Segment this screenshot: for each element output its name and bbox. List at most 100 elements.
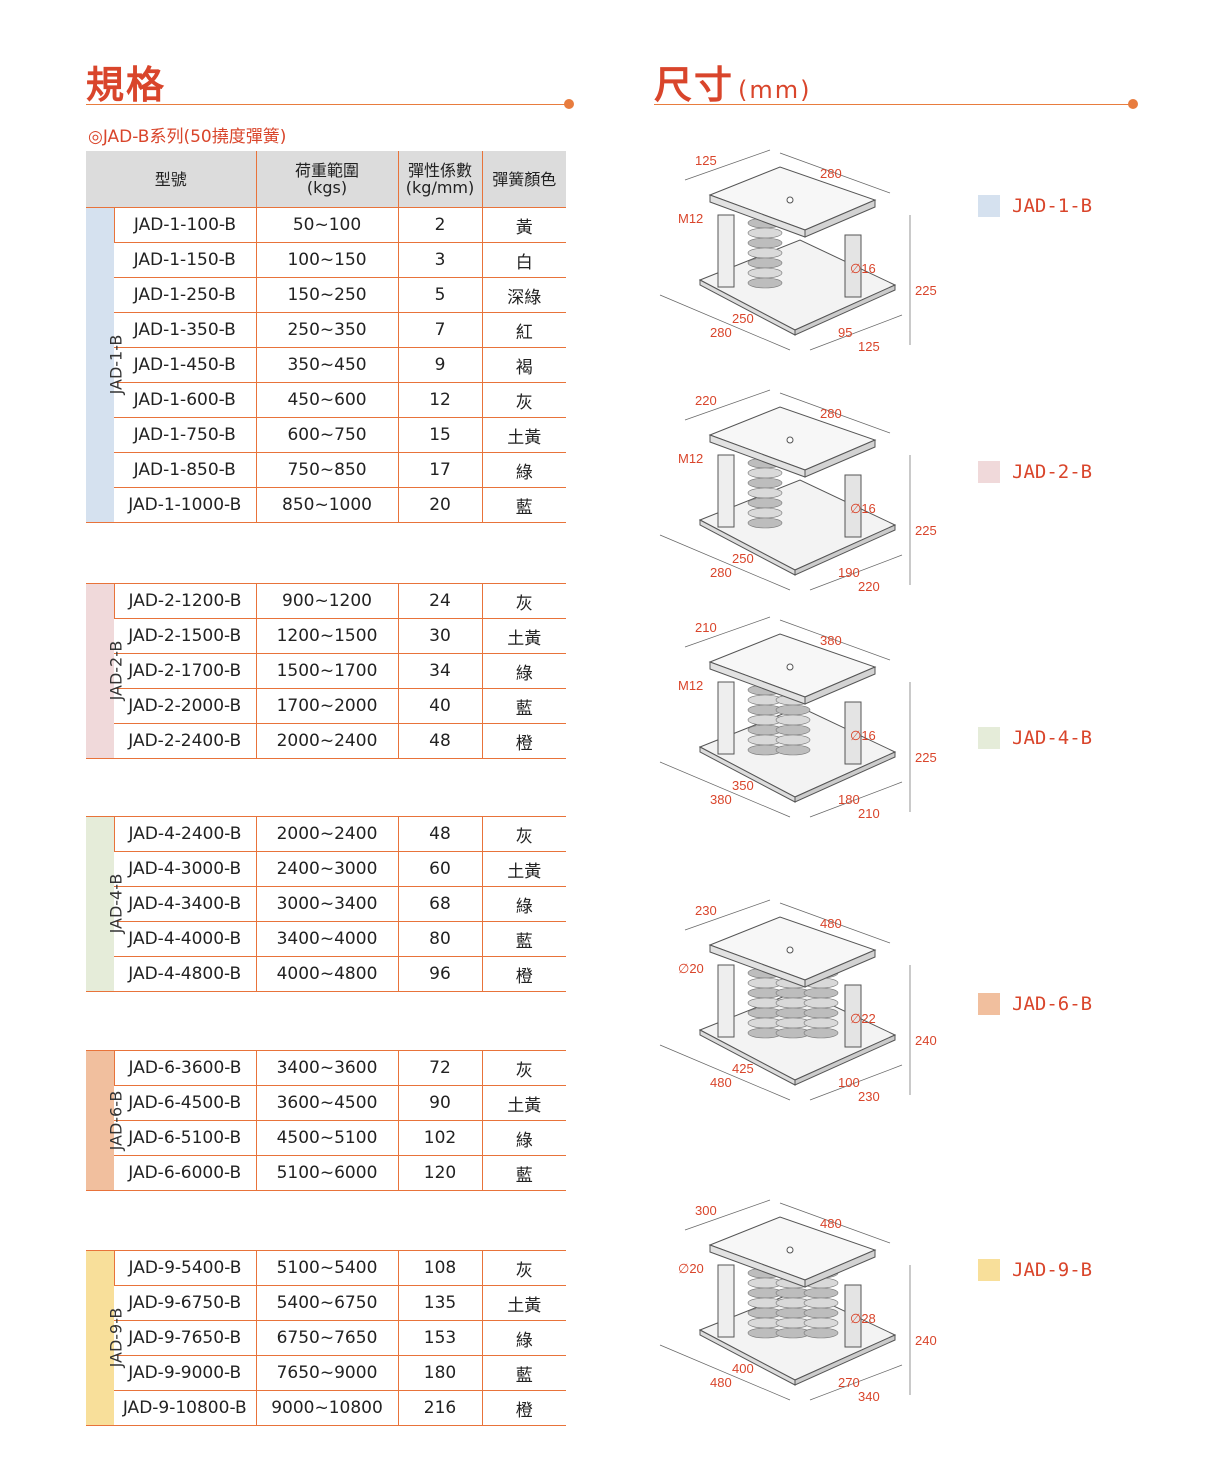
spring-color-cell: 土黃	[481, 1285, 566, 1321]
dim-base-length: 480	[710, 1375, 732, 1390]
dim-bolt: M12	[678, 211, 703, 226]
spring-rate-cell: 216	[397, 1390, 482, 1426]
model-cell: JAD-4-2400-B	[113, 816, 256, 852]
load-range-cell: 250~350	[255, 312, 399, 348]
side-post	[717, 964, 735, 1038]
base-plate-side	[794, 284, 896, 336]
dim-line-top-width	[684, 389, 771, 421]
spring-color-cell: 藍	[481, 1155, 566, 1191]
model-cell: JAD-1-250-B	[114, 277, 257, 313]
spring-color-cell: 綠	[481, 886, 566, 922]
spring-color-cell: 灰	[481, 583, 566, 619]
dim-top-length: 480	[820, 1216, 842, 1231]
bolt-hole	[786, 663, 794, 671]
spring-color-cell: 綠	[481, 653, 566, 689]
spring-color-cell: 深綠	[481, 277, 567, 313]
side-post	[844, 474, 862, 538]
load-range-cell: 150~250	[255, 277, 399, 313]
spring-color-cell: 白	[481, 242, 567, 278]
group-label: JAD-9-B	[106, 1307, 126, 1368]
spring-rate-cell: 96	[397, 956, 482, 992]
spring-rate-cell: 9	[397, 347, 483, 383]
spring-color-cell: 藍	[481, 487, 567, 523]
spring-rate-cell: 2	[397, 207, 483, 243]
dim-line-top-length	[779, 619, 891, 661]
side-post	[717, 214, 735, 288]
dim-height: 225	[915, 523, 937, 538]
dimension-heading-rule	[654, 104, 1134, 105]
spring-rate-cell: 34	[397, 653, 482, 689]
spring-rate-cell: 24	[397, 583, 482, 619]
model-cell: JAD-2-2400-B	[114, 723, 256, 759]
model-cell: JAD-9-9000-B	[114, 1355, 256, 1391]
dim-base-width: 220	[858, 579, 880, 594]
spring-color-cell: 藍	[481, 921, 566, 957]
model-cell: JAD-9-6750-B	[114, 1285, 256, 1321]
dimension-heading: 尺寸(mm)	[654, 54, 812, 109]
top-plate-side	[804, 439, 876, 478]
load-range-cell: 600~750	[255, 417, 399, 453]
spring-color-cell: 紅	[481, 312, 567, 348]
spring-rate-cell: 20	[397, 487, 483, 523]
spec-heading: 規格	[86, 63, 167, 107]
dim-base-inner-width: 95	[838, 325, 852, 340]
group-label-cell: JAD-6-B	[86, 1050, 125, 1191]
base-plate-side	[794, 751, 896, 803]
spring-color-cell: 褐	[481, 347, 567, 383]
dim-bolt: ∅20	[678, 961, 704, 976]
dimension-heading-unit: (mm)	[738, 76, 812, 104]
model-cell: JAD-6-6000-B	[114, 1155, 256, 1191]
dim-line-top-length	[779, 392, 891, 434]
spring-color-cell: 綠	[481, 1320, 566, 1356]
legend-swatch	[978, 461, 1000, 483]
spring-rate-cell: 5	[397, 277, 483, 313]
legend-label: JAD-2-B	[1012, 461, 1093, 483]
model-cell: JAD-1-350-B	[114, 312, 257, 348]
model-cell: JAD-9-7650-B	[114, 1320, 256, 1356]
legend-label: JAD-9-B	[1012, 1259, 1093, 1281]
spring-color-cell: 土黃	[481, 618, 566, 654]
dim-base-inner: 250	[732, 551, 754, 566]
dim-top-length: 280	[820, 406, 842, 421]
dim-line-top-width	[684, 899, 771, 931]
dim-base-length: 480	[710, 1075, 732, 1090]
dim-line-base-width	[809, 554, 903, 591]
dim-line-base-length	[659, 1344, 791, 1401]
dim-top-width: 220	[695, 393, 717, 408]
spring-rate-cell: 90	[397, 1085, 482, 1121]
spring-color-cell: 綠	[481, 1120, 566, 1156]
spring-color-cell: 橙	[481, 956, 566, 992]
load-range-cell: 850~1000	[255, 487, 399, 523]
side-post	[844, 1284, 862, 1348]
dim-base-inner-width: 100	[838, 1075, 860, 1090]
load-range-cell: 9000~10800	[255, 1390, 398, 1426]
dim-base-inner: 425	[732, 1061, 754, 1076]
model-cell: JAD-1-600-B	[114, 382, 257, 418]
top-plate-side	[804, 1249, 876, 1288]
dim-line-base-length	[659, 534, 791, 591]
dim-line-top-width	[684, 616, 771, 648]
dim-line-base-length	[659, 294, 791, 351]
spring-color-cell: 土黃	[481, 1085, 566, 1121]
side-post	[717, 1264, 735, 1338]
side-post	[717, 681, 735, 755]
spring-rate-cell: 72	[397, 1050, 482, 1086]
dim-base-inner: 400	[732, 1361, 754, 1376]
